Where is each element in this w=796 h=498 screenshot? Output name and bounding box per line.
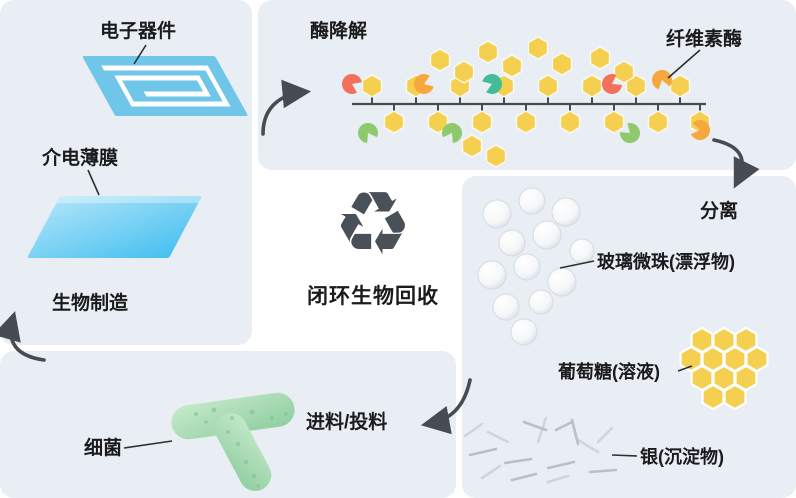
label-cellulase: 纤维素酶 (666, 29, 743, 50)
label-electronic-device: 电子器件 (100, 21, 177, 42)
label-glucose: 葡萄糖(溶液) (558, 362, 660, 382)
label-bacteria: 细菌 (84, 438, 123, 459)
label-glass-beads: 玻璃微珠(漂浮物) (597, 252, 735, 272)
label-biomanufacturing: 生物制造 (52, 293, 129, 314)
label-feed: 进料/投料 (306, 412, 388, 433)
label-enzyme-degradation: 酶降解 (310, 21, 368, 42)
label-separation: 分离 (700, 201, 739, 222)
diagram-title: 闭环生物回收 (307, 285, 439, 308)
panel-bacteria-feed (0, 351, 456, 498)
recycle-icon: ♻ (333, 174, 413, 273)
panel-separation (462, 176, 796, 498)
label-silver: 银(沉淀物) (640, 447, 724, 467)
label-dielectric-film: 介电薄膜 (42, 148, 119, 169)
